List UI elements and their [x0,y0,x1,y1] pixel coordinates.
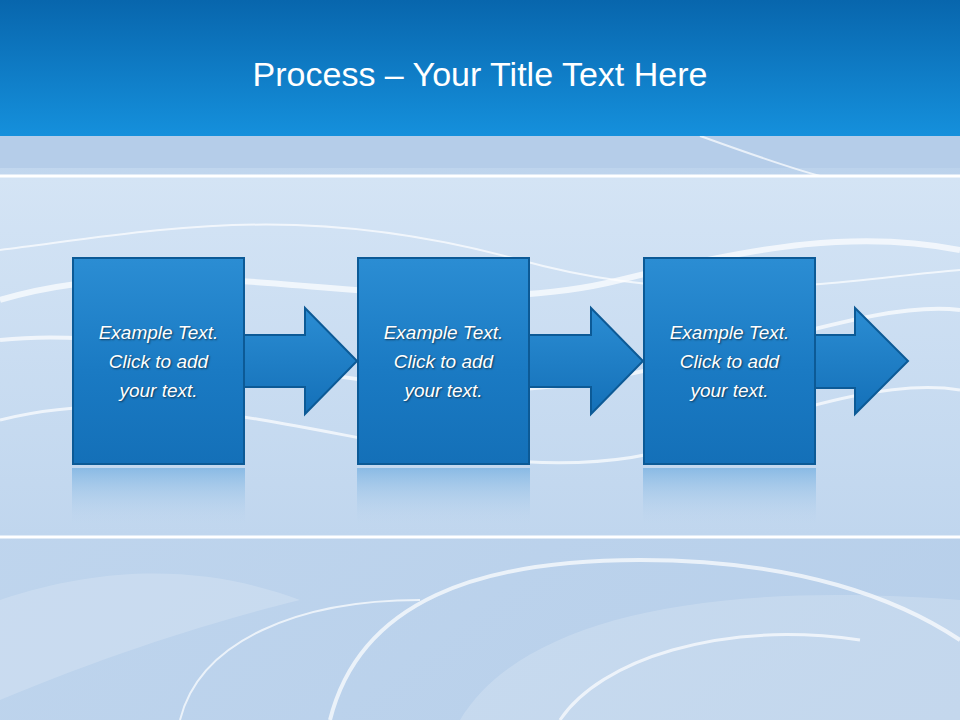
swoosh-lines [0,136,960,720]
process-arrow [242,308,357,414]
box-text: Example Text. Click to add your text. [89,318,229,405]
box-reflection [72,468,245,530]
header-bar [0,0,960,136]
process-box: Example Text. Click to add your text. [357,257,530,465]
trailing-arrow [811,308,908,414]
slide-title: Process – Your Title Text Here [0,50,960,98]
process-arrow [527,308,643,414]
box-reflection [643,468,816,530]
process-box: Example Text. Click to add your text. [643,257,816,465]
swoosh-fills [0,574,960,720]
box-text: Example Text. Click to add your text. [660,318,800,405]
center-band [0,176,960,536]
box-text: Example Text. Click to add your text. [374,318,514,405]
process-box: Example Text. Click to add your text. [72,257,245,465]
band-edge [0,536,960,539]
box-reflection [357,468,530,530]
upper-strip [0,136,960,168]
